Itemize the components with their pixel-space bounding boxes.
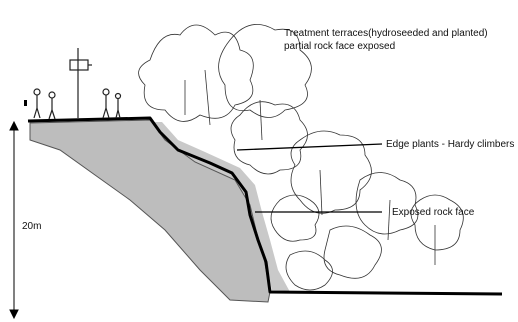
edge-plants-label: Edge plants - Hardy climbers	[386, 139, 514, 150]
edge-plants-leader	[237, 144, 382, 150]
height-dimension-arrow	[10, 122, 18, 318]
edge-marker	[24, 100, 27, 106]
sign-post	[70, 48, 92, 118]
treatment-label-line1: Treatment terraces(hydroseeded and plant…	[284, 28, 488, 39]
height-label: 20m	[22, 221, 41, 232]
rock-face-label: Exposed rock face	[392, 207, 475, 218]
treatment-label-line2: partial rock face exposed	[284, 41, 395, 52]
people-figures	[34, 89, 121, 119]
